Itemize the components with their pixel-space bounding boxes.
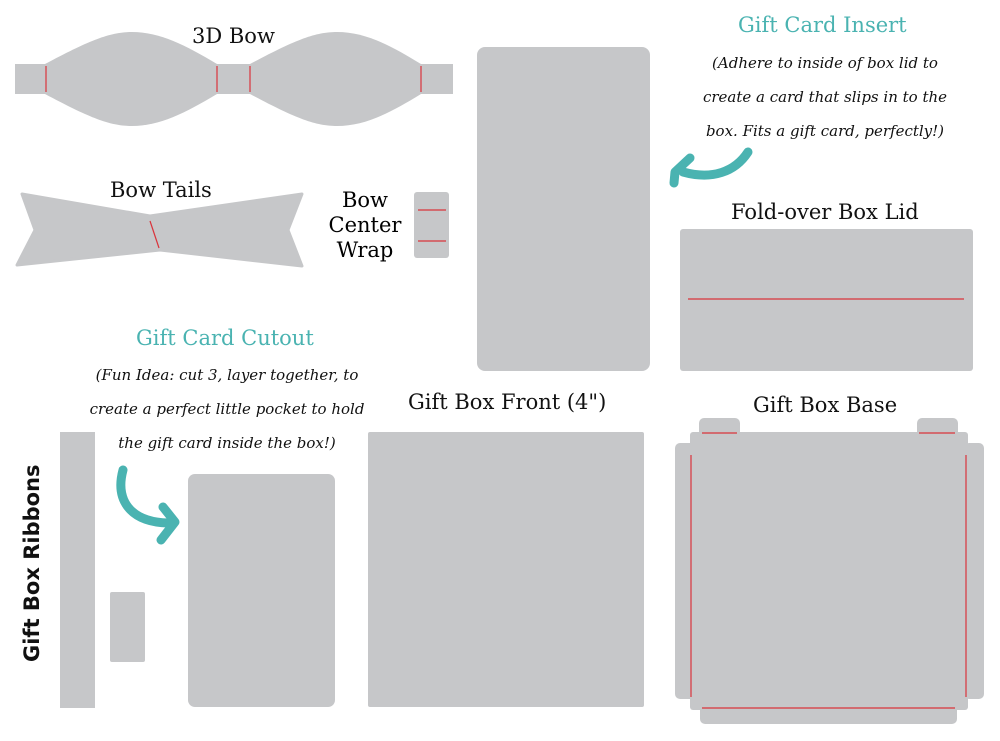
bow-3d-label: 3D Bow (192, 24, 275, 48)
gift-box-front-piece (368, 432, 644, 707)
gift-card-insert-note-line1: (Adhere to inside of box lid to (712, 54, 938, 72)
gift-card-insert-piece (477, 47, 650, 371)
gift-card-cutout-note: (Fun Idea: cut 3, layer together, to cre… (86, 358, 368, 460)
gift-card-cutout-note-line3: the gift card inside the box!) (118, 434, 336, 452)
gift-box-base-label: Gift Box Base (753, 393, 898, 417)
bow-tails-label: Bow Tails (110, 178, 212, 202)
gift-card-cutout-title: Gift Card Cutout (136, 326, 314, 350)
bow-tails-piece (15, 192, 304, 268)
gift-card-insert-title: Gift Card Insert (738, 13, 907, 37)
bow-3d-piece (15, 32, 453, 126)
curved-arrow-left-icon (669, 147, 753, 188)
gift-card-insert-note-line2: create a card that slips in to the (702, 88, 948, 106)
gift-card-cutout-piece (188, 474, 335, 707)
gift-box-base-piece (675, 418, 984, 724)
gift-card-cutout-small-piece (110, 592, 145, 662)
bow-center-wrap-label-line3: Wrap (336, 238, 394, 262)
bow-center-wrap-label-line2: Center (328, 213, 402, 237)
gift-card-insert-note-line3: box. Fits a gift card, perfectly!) (705, 122, 945, 140)
fold-over-box-lid-label: Fold-over Box Lid (731, 200, 919, 224)
gift-box-ribbons-piece (60, 432, 95, 708)
fold-over-box-lid-piece (680, 229, 973, 371)
gift-box-ribbons-label: Gift Box Ribbons (20, 464, 44, 662)
gift-box-front-label: Gift Box Front (4") (408, 390, 607, 414)
gift-card-insert-note: (Adhere to inside of box lid to create a… (690, 46, 960, 148)
bow-center-wrap-label: Bow Center Wrap (322, 188, 408, 263)
bow-center-wrap-label-line1: Bow (341, 188, 389, 212)
curved-arrow-right-icon (116, 465, 180, 545)
bow-center-wrap-piece (414, 192, 449, 258)
gift-card-cutout-note-line1: (Fun Idea: cut 3, layer together, to (95, 366, 359, 384)
gift-card-cutout-note-line2: create a perfect little pocket to hold (89, 400, 365, 418)
